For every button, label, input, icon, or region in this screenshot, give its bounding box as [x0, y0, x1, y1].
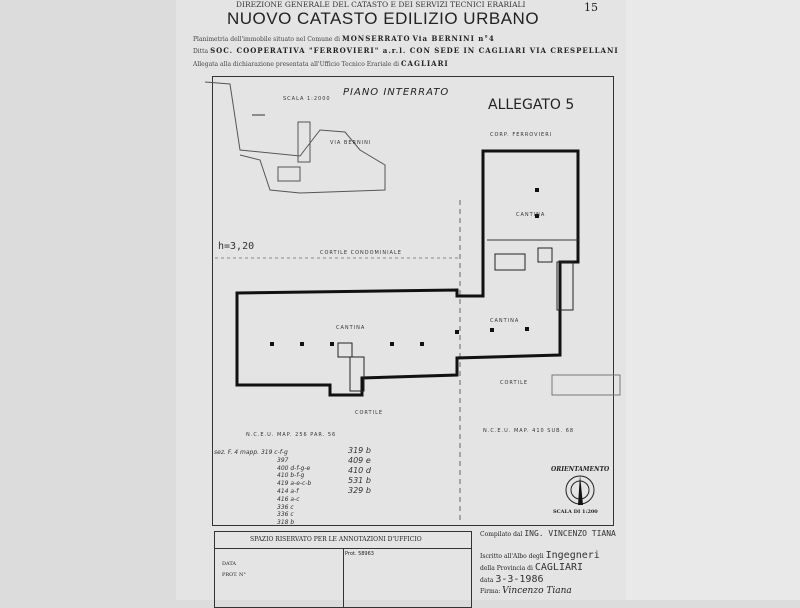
ditta-value: SOC. COOPERATIVA "FERROVIERI" a.r.l. CON… — [210, 46, 619, 55]
page-number: 15 — [584, 1, 598, 14]
header-line-3: Allegata alla dichiarazione presentata a… — [193, 59, 449, 68]
map-left-label: N.C.E.U. MAP. 256 PAR. 56 — [246, 432, 337, 438]
via-value: Via BERNINI n°4 — [412, 34, 495, 43]
albo-value: Ingegneri — [545, 550, 600, 561]
building-outline — [235, 149, 580, 397]
comune-value: MONSERRATO — [341, 34, 411, 43]
parcel-item: 419 a-e-c-b — [277, 480, 312, 488]
cortile-condominiale-label: CORTILE CONDOMINIALE — [320, 250, 402, 256]
ufficio-value: CAGLIARI — [400, 59, 449, 68]
attachment-label: ALLEGATO 5 — [488, 97, 575, 113]
map-right-label: N.C.E.U. MAP. 410 SUB. 68 — [483, 428, 575, 434]
parcel-item: 397 — [277, 456, 289, 464]
compilato-label: Compilato dal — [480, 531, 523, 538]
cantina-label-1: CANTINA — [516, 212, 546, 218]
agency-heading: DIREZIONE GENERALE DEL CATASTO E DEI SER… — [236, 0, 526, 9]
parcel-item: 319 b — [348, 446, 371, 455]
parcel-item: 414 a-f — [277, 487, 299, 495]
parcel-item: 336 c — [277, 511, 294, 519]
orientation-label: ORIENTAMENTO — [551, 466, 610, 473]
floor-label: PIANO INTERRATO — [343, 87, 450, 98]
header-line-2: Ditta SOC. COOPERATIVA "FERROVIERI" a.r.… — [193, 46, 619, 55]
cortile-label-1: CORTILE — [355, 410, 384, 416]
inset-street: VIA BERNINI — [330, 140, 372, 146]
site-inset-map — [204, 81, 386, 194]
parcel-item: 400 d-f-g-e — [277, 464, 311, 472]
divider — [343, 548, 344, 608]
provincia-label: della Provincia di — [480, 565, 533, 572]
line2-label: Ditta — [193, 48, 209, 55]
compilato-line: Compilato dal ING. VINCENZO TIANA — [480, 528, 616, 540]
parcel-item: 410 b-f-g — [277, 472, 305, 480]
prot-label: PROT. N° — [222, 572, 246, 578]
staircase — [349, 253, 574, 392]
document-title: NUOVO CATASTO EDILIZIO URBANO — [227, 9, 540, 28]
parcel-item: 329 b — [348, 486, 371, 495]
date-line: data 3-3-1986 — [480, 574, 544, 586]
parcel-item: 416 a-c — [277, 495, 300, 503]
parcel-list-2: 319 b 409 e 410 d 531 b 329 b — [348, 446, 371, 496]
prot-note: Prot. 58963 — [345, 551, 374, 557]
parcel-item: 318 b — [277, 519, 295, 527]
background — [625, 0, 800, 600]
line3-label: Allegata alla dichiarazione presentata a… — [193, 61, 400, 68]
line1-label: Planimetria dell'immobile situato nel Co… — [193, 36, 341, 43]
office-space-label: SPAZIO RISERVATO PER LE ANNOTAZIONI D'UF… — [250, 536, 422, 543]
iscritto-line: Iscritto all'Albo degli Ingegneri — [480, 550, 600, 562]
height-note: h=3,20 — [218, 241, 255, 252]
stamp — [551, 374, 621, 396]
data-label: DATA — [222, 561, 237, 567]
document-page — [176, 0, 626, 600]
scale-label: SCALA DI 1:200 — [553, 509, 598, 515]
date-value: 3-3-1986 — [495, 574, 544, 585]
parcel-item: sez. F. 4 mapp. 319 c-f-g — [214, 449, 288, 456]
orientation-compass — [565, 475, 595, 505]
parcel-list-1: sez. F. 4 mapp. 319 c-f-g 397 400 d-f-g-… — [214, 449, 311, 527]
parcel-item: 531 b — [348, 476, 371, 485]
elevator-2 — [337, 342, 353, 358]
cortile-label-2: CORTILE — [500, 380, 529, 386]
pillars — [270, 188, 539, 346]
parcel-item: 410 d — [348, 466, 371, 475]
provincia-line: della Provincia di CAGLIARI — [480, 562, 583, 574]
provincia-value: CAGLIARI — [534, 562, 584, 573]
firma-label: Firma: — [480, 588, 501, 595]
inset-scale: SCALA 1:2000 — [283, 96, 331, 102]
date-label: data — [480, 577, 494, 584]
elevator — [537, 247, 553, 263]
signature-line: Firma: Vincenzo Tiana — [480, 586, 572, 597]
header-line-1: Planimetria dell'immobile situato nel Co… — [193, 34, 495, 43]
cantina-label-3: CANTINA — [490, 318, 520, 324]
parcel-item: 409 e — [348, 456, 371, 465]
compilato-value: ING. VINCENZO TIANA — [524, 529, 616, 538]
cantina-label-2: CANTINA — [336, 325, 366, 331]
iscritto-label: Iscritto all'Albo degli — [480, 553, 544, 560]
parcel-item: 336 c — [277, 503, 294, 511]
plan-frame — [212, 76, 614, 526]
corp-label: CORP. FERROVIERI — [490, 132, 553, 138]
signature: Vincenzo Tiana — [502, 586, 572, 596]
